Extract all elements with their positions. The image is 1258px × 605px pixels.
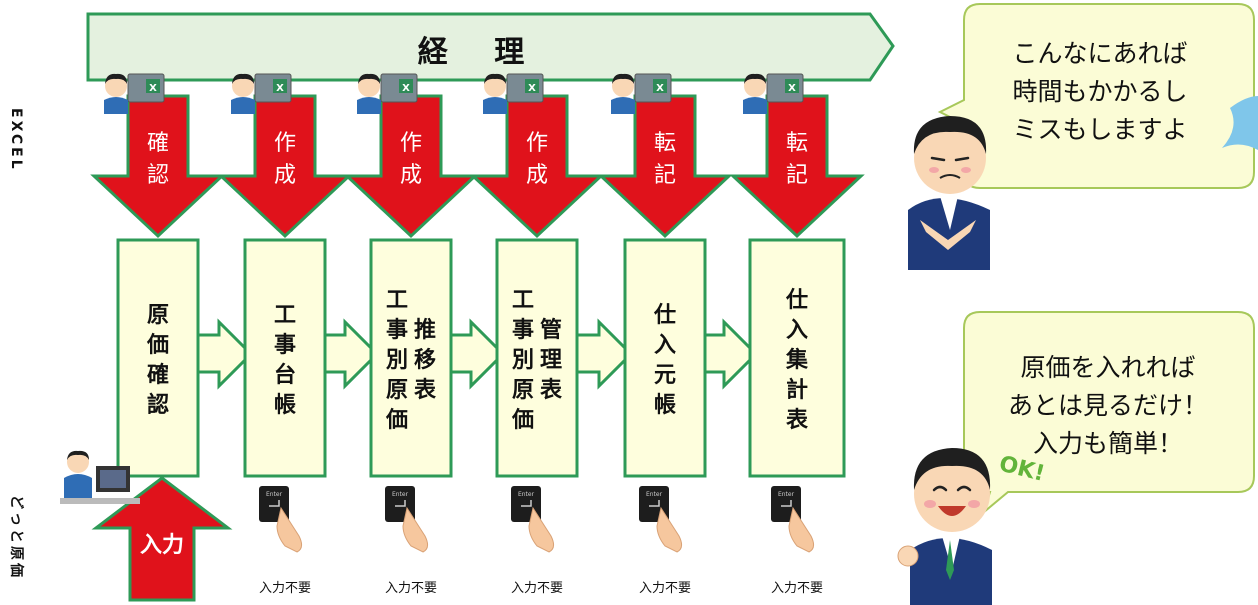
accounting-banner	[86, 12, 895, 82]
action-label-6-char-1: 転	[786, 131, 808, 156]
action-label-4-char-2: 成	[526, 163, 548, 188]
enter-key-press-icon-4	[510, 485, 555, 553]
box-label-3-col-1-char-1: 推	[414, 318, 436, 343]
action-label-2-char-1: 作	[274, 131, 296, 156]
box-label-1-col-1-char-3: 確	[147, 362, 169, 388]
box-label-3-col-1-char-2: 移	[414, 347, 436, 373]
dotto-genka-side-label: どっと原価	[8, 495, 25, 580]
action-label-5-char-1: 転	[654, 131, 676, 156]
box-label-2-col-1-char-3: 台	[274, 362, 296, 388]
enter-key-press-icon-6	[770, 485, 815, 553]
speech-bubble-bottom	[963, 311, 1255, 515]
box-label-6-col-1-char-3: 集	[785, 347, 809, 373]
box-label-1-col-1-char-4: 認	[147, 392, 169, 418]
down-arrow-1	[90, 94, 226, 239]
box-label-4-col-2-char-3: 別	[512, 348, 534, 373]
box-label-3-col-2-char-4: 原	[386, 378, 408, 403]
enter-key-press-icon-5	[638, 485, 683, 553]
box-label-4-col-2-char-5: 価	[511, 408, 534, 433]
process-box-6	[748, 238, 846, 478]
box-label-6-col-1-char-4: 計	[786, 377, 808, 403]
box-label-6-col-1-char-2: 入	[786, 318, 808, 343]
down-arrow-4	[469, 94, 605, 239]
speech-bottom-line-2: あとは見るだけ！	[1008, 391, 1208, 420]
no-input-label-4: 入力不要	[511, 581, 563, 596]
action-label-3-char-2: 成	[400, 163, 422, 188]
connector-arrow-3	[449, 318, 506, 390]
process-box-3	[369, 238, 453, 478]
speech-bubble-top	[937, 3, 1258, 189]
box-label-3-col-2-char-2: 事	[386, 317, 408, 343]
process-box-5	[623, 238, 707, 478]
action-label-1-char-1: 確	[147, 131, 169, 156]
box-label-1-col-1-char-1: 原	[147, 303, 169, 328]
box-label-2-col-1-char-1: 工	[274, 303, 296, 328]
box-label-5-col-1-char-2: 入	[654, 333, 676, 358]
box-label-4-col-2-char-4: 原	[512, 378, 534, 403]
speech-top-line-3: ミスもしますよ	[1012, 115, 1187, 144]
down-arrow-6	[729, 94, 865, 239]
box-label-3-col-2-char-3: 別	[386, 348, 408, 373]
process-box-2	[243, 238, 327, 478]
connector-arrow-1	[196, 318, 254, 390]
down-arrow-3	[343, 94, 479, 239]
box-label-4-col-1-char-3: 表	[540, 378, 563, 403]
no-input-label-3: 入力不要	[385, 581, 437, 596]
process-box-1	[116, 238, 200, 478]
box-label-4-col-2-char-1: 工	[512, 288, 534, 313]
action-label-4-char-1: 作	[526, 131, 548, 156]
no-input-label-5: 入力不要	[639, 581, 691, 596]
action-label-1-char-2: 認	[147, 163, 169, 188]
happy-man-ok-icon	[897, 448, 992, 605]
box-label-5-col-1-char-3: 元	[654, 363, 676, 388]
connector-arrow-2	[323, 318, 380, 390]
down-arrow-2	[217, 94, 353, 239]
box-label-3-col-1-char-3: 表	[414, 378, 437, 403]
speech-bottom-line-3: 入力も簡単！	[1033, 429, 1183, 458]
worker-at-pc-icon	[60, 450, 140, 504]
box-label-4-col-1-char-2: 理	[540, 348, 562, 373]
banner-title: 経 理	[418, 35, 542, 70]
box-label-5-col-1-char-1: 仕	[653, 303, 676, 328]
no-input-label-2: 入力不要	[259, 581, 311, 596]
connector-arrow-5	[703, 318, 759, 390]
excel-side-label: EXCEL	[8, 108, 24, 172]
down-arrow-5	[597, 94, 733, 239]
action-label-3-char-1: 作	[400, 131, 422, 156]
box-label-3-col-2-char-1: 工	[386, 288, 408, 313]
box-label-4-col-2-char-2: 事	[512, 317, 534, 343]
box-label-5-col-1-char-4: 帳	[654, 393, 676, 418]
box-label-4-col-1-char-1: 管	[540, 317, 562, 343]
speech-top-line-1: こんなにあれば	[1012, 39, 1187, 68]
input-arrow	[91, 476, 233, 602]
input-arrow-label: 入力	[140, 533, 184, 558]
process-box-4	[495, 238, 579, 478]
action-label-6-char-2: 記	[786, 163, 808, 188]
box-label-3-col-2-char-5: 価	[385, 408, 408, 433]
box-label-6-col-1-char-1: 仕	[785, 288, 808, 313]
box-label-1-col-1-char-2: 価	[146, 333, 169, 358]
box-label-2-col-1-char-4: 帳	[274, 393, 296, 418]
action-label-5-char-2: 記	[654, 163, 676, 188]
connector-arrow-4	[575, 318, 634, 390]
speech-top-line-2: 時間もかかるし	[1012, 77, 1187, 106]
enter-key-press-icon-3	[384, 485, 429, 553]
box-label-6-col-1-char-5: 表	[786, 408, 809, 433]
box-label-2-col-1-char-2: 事	[274, 332, 296, 358]
enter-key-press-icon-2	[258, 485, 303, 553]
no-input-label-6: 入力不要	[771, 581, 823, 596]
action-label-2-char-2: 成	[274, 163, 296, 188]
tired-man-icon	[908, 116, 990, 270]
speech-bottom-line-1: 原価を入れれば	[1020, 353, 1195, 382]
